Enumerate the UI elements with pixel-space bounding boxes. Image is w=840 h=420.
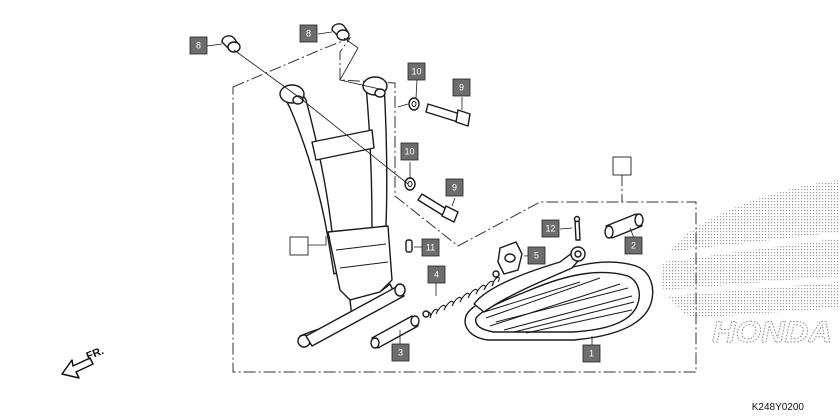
clip bbox=[405, 239, 413, 253]
callout-4: 4 bbox=[427, 265, 446, 284]
pivot-collar bbox=[604, 213, 644, 239]
callout-3: 3 bbox=[391, 343, 410, 362]
ref-box-stand bbox=[289, 236, 309, 256]
washer-upper-hole bbox=[411, 101, 417, 107]
cap-right bbox=[331, 23, 350, 41]
main-stand bbox=[279, 76, 406, 348]
step-plate bbox=[464, 246, 654, 341]
ref-box-step bbox=[612, 156, 632, 176]
callout-2: 2 bbox=[624, 236, 643, 255]
pivot-pin bbox=[370, 315, 420, 349]
cotter-pin bbox=[573, 215, 581, 241]
bolt-upper bbox=[425, 103, 471, 127]
front-direction-label: FR. bbox=[85, 345, 106, 363]
honda-watermark-text: HONDA bbox=[712, 316, 832, 349]
svg-text:11: 11 bbox=[426, 243, 435, 253]
callout-11: 11 bbox=[421, 238, 440, 257]
svg-text:4: 4 bbox=[434, 270, 439, 280]
callout-10a: 10 bbox=[407, 62, 426, 81]
svg-text:3: 3 bbox=[398, 348, 403, 358]
washer-lower bbox=[404, 177, 416, 191]
svg-text:10: 10 bbox=[411, 67, 421, 77]
svg-text:10: 10 bbox=[404, 147, 414, 157]
svg-text:2: 2 bbox=[631, 241, 636, 251]
leader-lines bbox=[206, 31, 635, 347]
callout-8a: 8 bbox=[189, 36, 208, 55]
svg-text:9: 9 bbox=[452, 183, 457, 193]
callout-9b: 9 bbox=[445, 178, 464, 197]
callout-10b: 10 bbox=[400, 142, 419, 161]
callout-12: 12 bbox=[541, 219, 560, 238]
honda-wing-watermark: HONDA bbox=[661, 180, 840, 350]
svg-text:8: 8 bbox=[306, 29, 311, 39]
assembly-boundary bbox=[232, 36, 697, 373]
svg-text:12: 12 bbox=[545, 224, 555, 234]
spring bbox=[422, 270, 500, 319]
callout-5: 5 bbox=[527, 246, 546, 265]
svg-text:8: 8 bbox=[196, 41, 201, 51]
washer-upper bbox=[408, 97, 420, 111]
spring-bracket bbox=[497, 241, 523, 275]
callout-8b: 8 bbox=[299, 24, 318, 43]
front-direction-arrow-icon: FR. bbox=[61, 345, 106, 379]
svg-text:1: 1 bbox=[589, 349, 594, 359]
callout-1: 1 bbox=[582, 344, 601, 363]
drawing-code: K248Y0200 bbox=[752, 402, 805, 413]
callout-9a: 9 bbox=[452, 78, 471, 97]
svg-text:5: 5 bbox=[534, 251, 539, 261]
cap-left bbox=[221, 35, 241, 53]
bolt-lower bbox=[417, 193, 459, 223]
svg-text:9: 9 bbox=[459, 83, 464, 93]
